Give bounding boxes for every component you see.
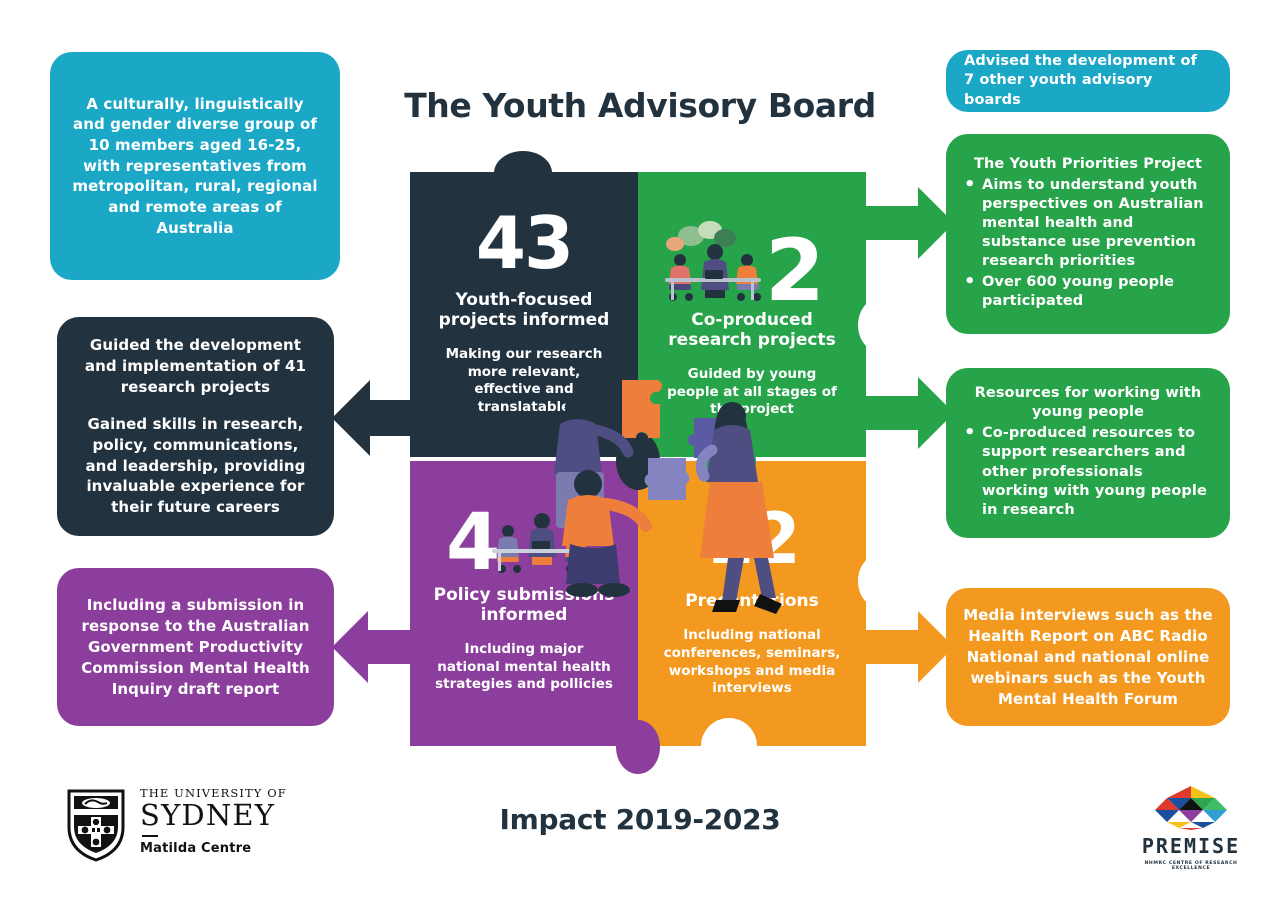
card-advisory-boards: Advised the development of 7 other youth…	[946, 50, 1230, 112]
card-research-projects-p2: Gained skills in research, policy, commu…	[85, 415, 306, 517]
arrow-orange-right	[862, 611, 954, 683]
sydney-crest-icon	[67, 789, 125, 862]
card-research-projects: Guided the development and implementatio…	[57, 317, 334, 536]
impact-title-text: Impact 2019-2023	[499, 803, 781, 836]
card-youth-priorities-project: The Youth Priorities Project Aims to und…	[946, 134, 1230, 334]
list-item: Aims to understand youth perspectives on…	[962, 175, 1214, 272]
puzzle-quadrant-top-left	[410, 172, 638, 457]
card-youth-priorities-bullets: Aims to understand youth perspectives on…	[962, 175, 1214, 314]
puzzle-tr-content: 2 Co-produced re	[638, 172, 866, 457]
card-resources-heading: Resources for working with young people	[974, 385, 1202, 421]
arrow-purple-left	[332, 611, 424, 683]
puzzle-tr-label: Co-produced research projects	[668, 310, 836, 351]
puzzle-knob-top	[494, 151, 552, 195]
card-membership-text: A culturally, linguistically and gender …	[72, 94, 318, 237]
card-media: Media interviews such as the Health Repo…	[946, 588, 1230, 726]
card-media-text: Media interviews such as the Health Repo…	[963, 605, 1213, 708]
svg-text:4: 4	[446, 503, 500, 575]
puzzle-br-sub: Including national conferences, seminars…	[663, 627, 841, 697]
card-membership: A culturally, linguistically and gender …	[50, 52, 340, 280]
puzzle-tr-sub: Guided by young people at all stages of …	[667, 366, 837, 418]
puzzle-notch-bottom	[701, 718, 757, 774]
card-resources: Resources for working with young people …	[946, 368, 1230, 538]
puzzle-quadrant-top-right	[638, 172, 866, 457]
divider	[142, 835, 158, 838]
card-policy-submission-text: Including a submission in response to th…	[81, 595, 310, 698]
puzzle-tl-sub: Making our research more relevant, effec…	[445, 346, 603, 415]
arrow-green-bottom-right	[862, 377, 954, 449]
card-advisory-boards-text: Advised the development of 7 other youth…	[964, 52, 1197, 108]
premise-diamond-icon	[1155, 786, 1227, 830]
university-line-2: SYDNEY	[140, 798, 276, 832]
puzzle-notch-orange-right	[858, 554, 902, 608]
puzzle-graphic: 43 Youth-focused projects informed Makin…	[410, 151, 902, 774]
card-policy-submission: Including a submission in response to th…	[57, 568, 334, 726]
card-research-projects-p1: Guided the development and implementatio…	[84, 336, 307, 396]
list-item: Co-produced resources to support researc…	[962, 423, 1214, 520]
arrow-navy-left	[332, 380, 424, 456]
page-title-text: The Youth Advisory Board	[404, 86, 876, 125]
university-line-1: THE UNIVERSITY OF	[140, 786, 287, 800]
svg-text:2: 2	[765, 221, 825, 308]
puzzle-tl-label: Youth-focused projects informed	[438, 290, 610, 331]
page-title: The Youth Advisory Board	[0, 86, 1280, 125]
puzzle-bl-sub: Including major national mental health s…	[435, 641, 613, 693]
puzzle-tl-content: 43 Youth-focused projects informed Makin…	[410, 172, 638, 457]
arrow-green-top-right	[862, 187, 954, 259]
premise-logo: PREMISE NHMRC CENTRE OF RESEARCH EXCELLE…	[1128, 784, 1254, 871]
university-of-sydney-logo: THE UNIVERSITY OF SYDNEY Matilda Centre	[66, 786, 336, 868]
spacer	[75, 397, 316, 414]
puzzle-knob-purple-right	[616, 720, 660, 774]
impact-title: Impact 2019-2023	[380, 803, 900, 836]
puzzle-tl-number: 43	[475, 201, 574, 285]
university-wordmark: THE UNIVERSITY OF SYDNEY Matilda Centre	[140, 786, 287, 856]
card-resources-bullets: Co-produced resources to support researc…	[962, 423, 1214, 522]
card-youth-priorities-heading: The Youth Priorities Project	[974, 155, 1202, 172]
people-collaboration-icon: 2	[665, 221, 825, 308]
premise-wordmark: PREMISE	[1141, 834, 1241, 858]
university-line-3: Matilda Centre	[140, 841, 252, 857]
premise-subtitle: NHMRC CENTRE OF RESEARCH EXCELLENCE	[1144, 861, 1238, 871]
list-item: Over 600 young people participated	[962, 272, 1214, 311]
people-with-puzzle-pieces-illustration	[554, 380, 782, 614]
puzzle-notch-green-right	[858, 298, 902, 352]
